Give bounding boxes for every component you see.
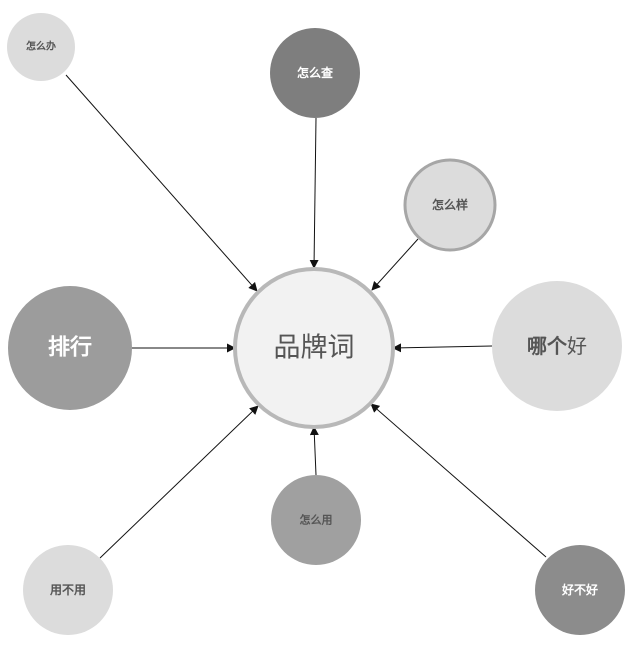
node-circle [271, 475, 361, 565]
arrow-zenmeban [65, 74, 258, 292]
node-zenmeban: 怎么办 [7, 13, 75, 81]
arrow-zenmeyong [309, 426, 319, 476]
arrow-yongbuyong [99, 405, 259, 559]
arrow-zenmecha [309, 117, 319, 269]
node-label: 怎么办 [26, 40, 56, 53]
node-yongbuyong: 用不用 [23, 545, 113, 635]
node-circle [535, 545, 625, 635]
node-label: 怎么样 [432, 197, 468, 212]
connectors [65, 74, 547, 559]
node-zenmecha: 怎么查 [270, 28, 360, 118]
node-label: 哪个好 [527, 334, 587, 358]
node-circle [23, 545, 113, 635]
node-paihang: 排行 [8, 286, 132, 410]
node-circle [7, 13, 75, 81]
node-label: 怎么查 [297, 65, 334, 80]
node-zenmeyong: 怎么用 [271, 475, 361, 565]
arrow-zenmeyang [371, 238, 419, 291]
arrow-haobuhao [370, 403, 547, 558]
node-label-bold: 哪个 [527, 334, 568, 358]
node-label-light: 好 [567, 334, 587, 358]
node-circle [270, 28, 360, 118]
node-label: 排行 [48, 335, 92, 361]
arrow-nageha [392, 343, 493, 353]
node-zenmeyang: 怎么样 [403, 158, 497, 252]
node-label: 怎么用 [300, 513, 333, 527]
node-circle [8, 286, 132, 410]
center-label: 品牌词 [274, 333, 355, 364]
node-circle [403, 158, 497, 252]
center-node: 品牌词 [233, 267, 395, 429]
node-label: 好不好 [561, 582, 598, 597]
node-nageha: 哪个好 [492, 281, 622, 411]
node-label: 用不用 [49, 583, 86, 597]
node-circle [492, 281, 622, 411]
center-circle [233, 267, 395, 429]
node-haobuhao: 好不好 [535, 545, 625, 635]
